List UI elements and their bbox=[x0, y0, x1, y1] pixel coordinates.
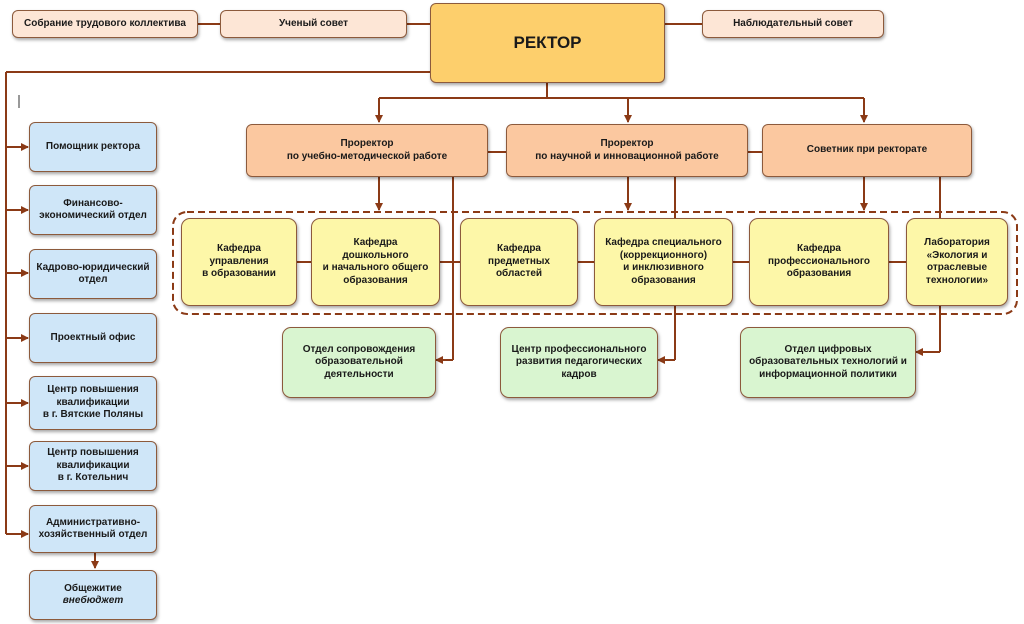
assembly-box: Собрание трудового коллектива bbox=[12, 10, 198, 38]
advisor-box: Советник при ректорате bbox=[762, 124, 972, 177]
prorector-education-title: Проректор bbox=[340, 138, 394, 149]
department-line: в образовании bbox=[202, 268, 276, 280]
assembly-label: Собрание трудового коллектива bbox=[24, 17, 186, 29]
department-line: Кафедра bbox=[797, 243, 841, 255]
department-line: образования bbox=[786, 268, 852, 280]
green-unit-line: Центр профессионального bbox=[511, 343, 647, 355]
department-line: (коррекционного) bbox=[619, 249, 708, 261]
left-unit-line: в г. Вятские Поляны bbox=[42, 409, 144, 421]
department-line: и начального общего bbox=[322, 262, 429, 273]
department-line: технологии» bbox=[925, 274, 989, 286]
rector-label: РЕКТОР bbox=[513, 33, 582, 53]
left-unit-line: Административно- bbox=[45, 516, 141, 528]
department-line: «Экология и bbox=[926, 249, 988, 261]
left-unit-hr-legal: Кадрово-юридический отдел bbox=[29, 249, 157, 299]
prorector-education-box: Проректор по учебно-методической работе bbox=[246, 124, 488, 177]
green-unit-line: образовательных технологий и bbox=[749, 356, 907, 368]
prorector-science-subtitle: по научной и инновационной работе bbox=[535, 150, 719, 162]
department-professional: Кафедра профессионального образования bbox=[749, 218, 889, 306]
department-line: областей bbox=[495, 268, 543, 280]
department-preschool: Кафедра дошкольного и начального общего … bbox=[311, 218, 440, 306]
prorector-education-subtitle: по учебно-методической работе bbox=[286, 150, 448, 162]
green-unit-line: информационной политики bbox=[759, 368, 897, 380]
green-unit-line: развития педагогических bbox=[515, 356, 643, 368]
academic-council-box: Ученый совет bbox=[220, 10, 407, 38]
left-unit-line: в г. Котельнич bbox=[57, 472, 129, 484]
department-line: профессионального bbox=[767, 255, 871, 267]
green-unit-line: кадров bbox=[561, 368, 597, 380]
department-line: Кафедра bbox=[353, 237, 398, 248]
advisor-title: Советник при ректорате bbox=[806, 144, 928, 156]
left-unit-line: Кадрово-юридический bbox=[36, 261, 150, 273]
department-line: управления bbox=[209, 255, 269, 267]
department-line: дошкольного bbox=[342, 249, 409, 261]
left-unit-line: Помощник ректора bbox=[45, 140, 141, 152]
left-unit-line: хозяйственный отдел bbox=[38, 529, 148, 540]
department-line: Лаборатория bbox=[924, 237, 990, 248]
dormitory-box: Общежитие внебюджет bbox=[29, 570, 157, 620]
left-unit-finance: Финансово- экономический отдел bbox=[29, 185, 157, 235]
left-unit-line: Центр повышения bbox=[47, 447, 139, 459]
green-unit-line: образовательной bbox=[315, 356, 403, 368]
department-line: образования bbox=[343, 274, 408, 286]
left-unit-line: отдел bbox=[78, 274, 108, 285]
supervisory-board-label: Наблюдательный совет bbox=[733, 17, 853, 29]
supervisory-board-box: Наблюдательный совет bbox=[702, 10, 884, 38]
department-line: Кафедра bbox=[217, 243, 261, 255]
department-line: Кафедра специального bbox=[605, 237, 722, 248]
prorector-science-box: Проректор по научной и инновационной раб… bbox=[506, 124, 748, 177]
department-line: отраслевые bbox=[926, 262, 988, 273]
department-subjects: Кафедра предметных областей bbox=[460, 218, 578, 306]
academic-council-label: Ученый совет bbox=[278, 17, 349, 29]
green-unit-digital: Отдел цифровых образовательных технологи… bbox=[740, 327, 916, 398]
left-unit-line: Центр повышения bbox=[47, 384, 139, 396]
green-unit-line: Отдел сопровождения bbox=[302, 343, 416, 355]
left-unit-admin: Административно- хозяйственный отдел bbox=[29, 505, 157, 553]
rector-box: РЕКТОР bbox=[430, 3, 665, 83]
prorector-science-title: Проректор bbox=[600, 138, 654, 149]
left-unit-line: Проектный офис bbox=[50, 331, 136, 343]
left-unit-line: квалификации bbox=[56, 459, 130, 471]
left-unit-center-polyany: Центр повышения квалификации в г. Вятски… bbox=[29, 376, 157, 430]
department-line: предметных bbox=[488, 255, 550, 267]
laboratory-ecology: Лаборатория «Экология и отраслевые техно… bbox=[906, 218, 1008, 306]
dormitory-subtitle: внебюджет bbox=[62, 595, 124, 606]
department-line: образования bbox=[631, 274, 696, 286]
department-management: Кафедра управления в образовании bbox=[181, 218, 297, 306]
left-unit-project-office: Проектный офис bbox=[29, 313, 157, 363]
department-line: Кафедра bbox=[497, 243, 541, 255]
green-unit-support: Отдел сопровождения образовательной деят… bbox=[282, 327, 436, 398]
green-unit-pedagogical-center: Центр профессионального развития педагог… bbox=[500, 327, 658, 398]
department-special: Кафедра специального (коррекционного) и … bbox=[594, 218, 733, 306]
left-unit-line: экономический отдел bbox=[39, 210, 147, 221]
left-unit-assistant: Помощник ректора bbox=[29, 122, 157, 172]
left-unit-center-kotelnich: Центр повышения квалификации в г. Котель… bbox=[29, 441, 157, 491]
left-unit-line: квалификации bbox=[56, 396, 130, 408]
department-line: и инклюзивного bbox=[623, 262, 704, 273]
green-unit-line: Отдел цифровых bbox=[784, 343, 872, 355]
left-unit-line: Финансово- bbox=[63, 197, 123, 209]
dormitory-title: Общежитие bbox=[64, 582, 122, 594]
green-unit-line: деятельности bbox=[324, 368, 394, 380]
